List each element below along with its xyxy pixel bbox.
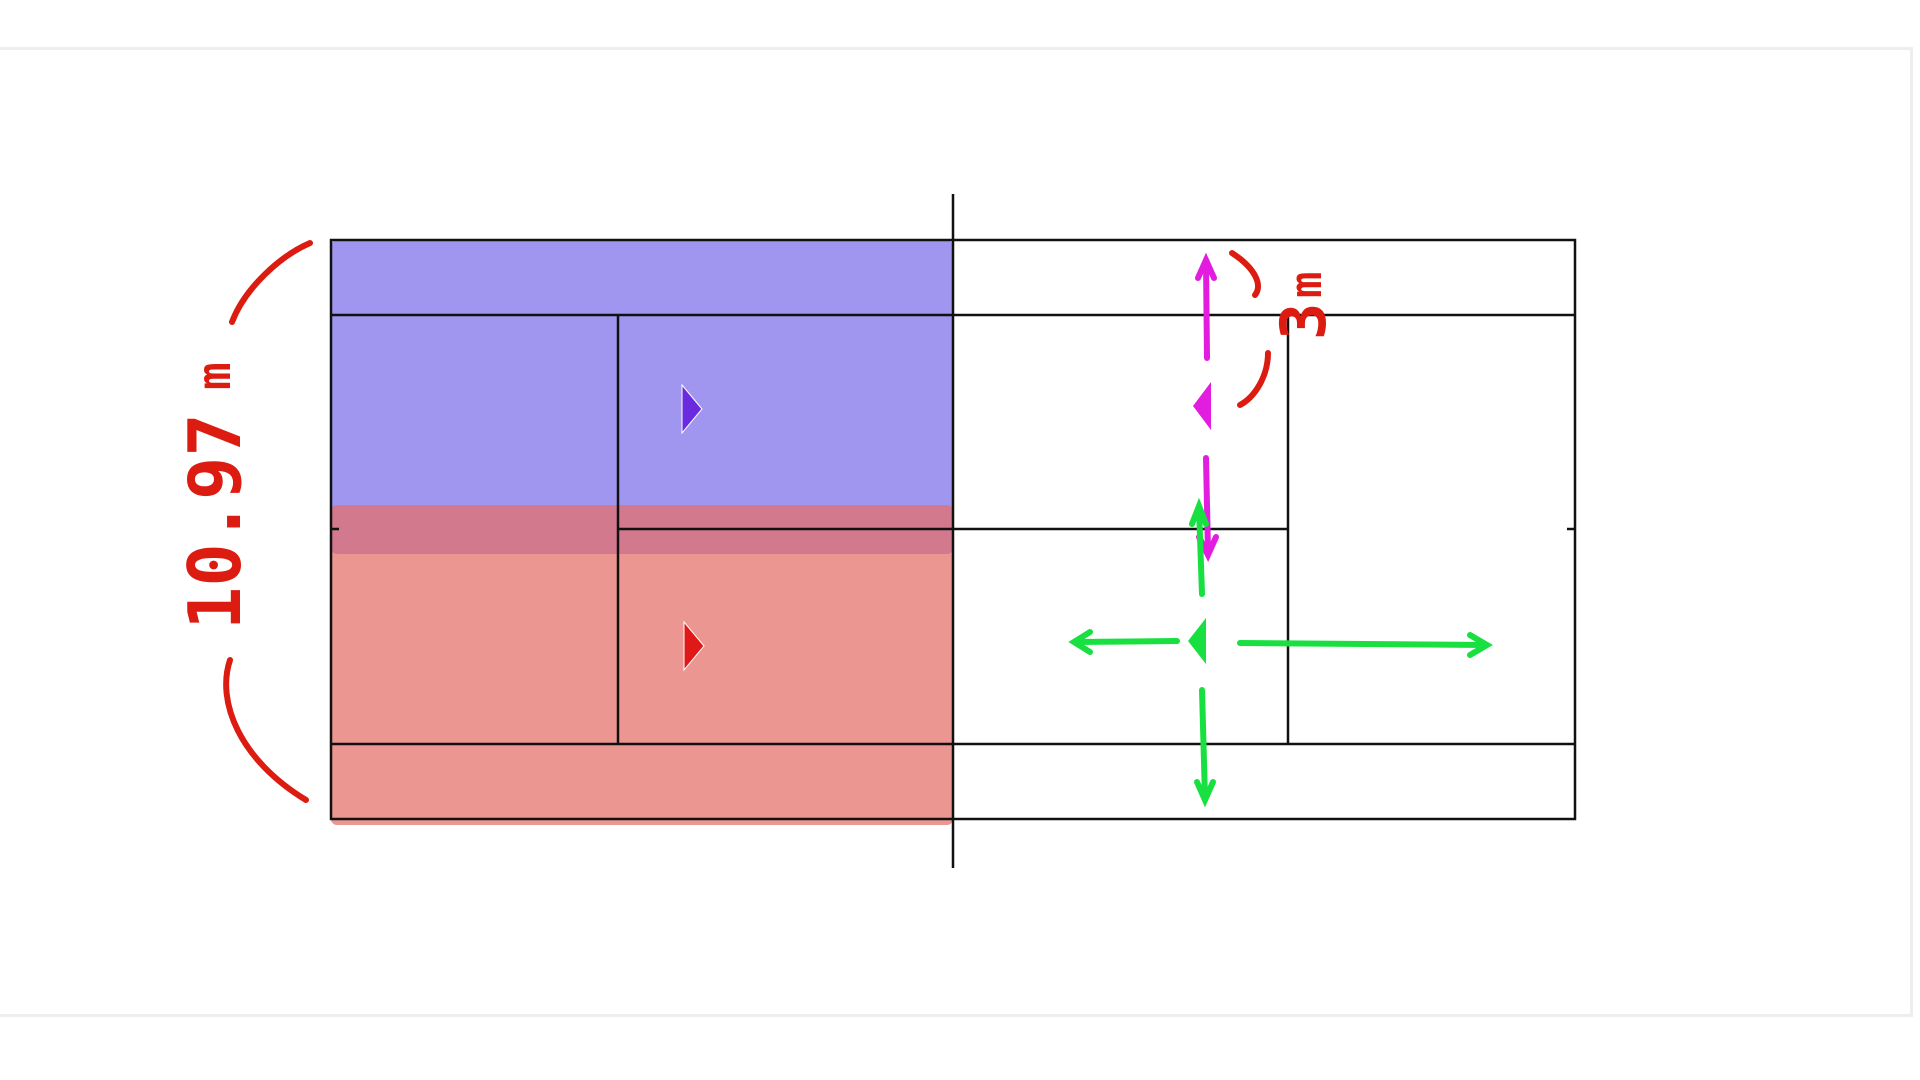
gap-unit: m: [1281, 272, 1332, 299]
red-player-triangle: [683, 620, 705, 672]
drawing-canvas: [0, 47, 1913, 1017]
width-unit: m: [187, 362, 241, 390]
blue-player-triangle: [681, 383, 703, 435]
court-lines: [329, 194, 1577, 868]
width-label: 10.97: [173, 413, 257, 630]
width-label-group: 10.97 m: [173, 362, 257, 630]
magenta-movement-arrows: [1195, 252, 1219, 563]
green-movement-arrows: [1068, 497, 1493, 808]
blue-zone: [331, 240, 953, 554]
gap-label-group: 3 m: [1267, 272, 1340, 341]
red-zone: [331, 505, 953, 825]
green-player-triangle: [1188, 618, 1206, 664]
magenta-player-triangle: [1193, 382, 1211, 430]
width-dimension-brackets: [223, 240, 1271, 803]
gap-label: 3: [1267, 303, 1340, 340]
